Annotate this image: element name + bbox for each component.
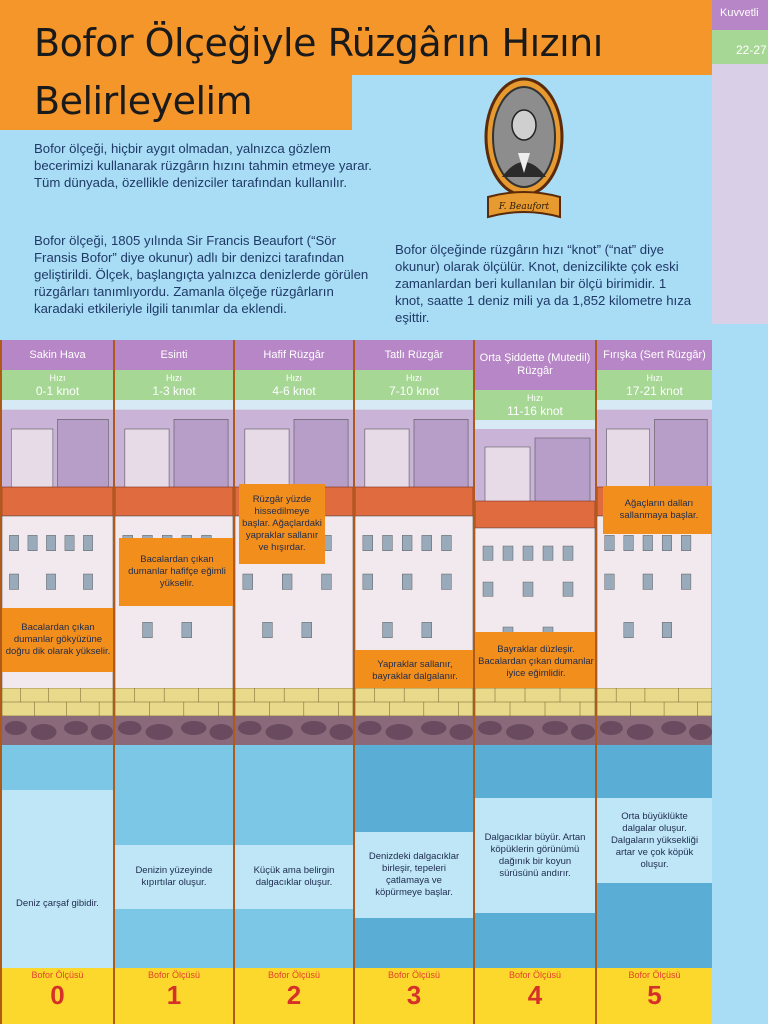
land-effect-description: Yapraklar sallanır, bayraklar dalgalanır… — [355, 650, 473, 692]
speed-label: Hızı — [526, 393, 543, 403]
sea-effect-description: Denizin yüzeyinde kıpırtılar oluşur. — [115, 845, 233, 909]
level-name: Fırışka (Sert Rüzgâr) — [603, 348, 706, 361]
title-banner-lower — [0, 75, 352, 130]
town-scene — [355, 400, 473, 691]
scale-value: 3 — [406, 980, 422, 1010]
speed-label: Hızı — [165, 373, 182, 383]
speed-label: Hızı — [285, 373, 302, 383]
scale-label: Bofor Ölçüsü — [31, 970, 84, 980]
stone-wall — [475, 687, 595, 748]
scale-label: Bofor Ölçüsü — [147, 970, 201, 980]
partial-level-scene — [712, 64, 768, 324]
land-effect-description: Bayraklar düzleşir. Bacalardan çıkan dum… — [475, 632, 595, 692]
scale-label: Bofor Ölçüsü — [387, 970, 441, 980]
speed-value: 7-10 knot — [388, 384, 440, 398]
scale-label: Bofor Ölçüsü — [628, 970, 681, 980]
speed-label: Hızı — [646, 373, 663, 383]
page-title: Bofor Ölçeğiyle Rüzgârın Hızını Belirley… — [34, 21, 603, 123]
title-banner — [0, 0, 712, 75]
level-name-header: Orta Şiddette (Mutedil) Rüzgâr — [475, 340, 595, 390]
sea-effect-description: Orta büyüklükte dalgalar oluşur. Dalgala… — [597, 798, 712, 883]
partial-level-speed-box: 22-27 — [712, 30, 768, 64]
sea-effect-description: Denizdeki dalgacıklar birleşir, tepeleri… — [355, 832, 473, 918]
scale-value: 5 — [647, 980, 662, 1010]
speed-value: 1-3 knot — [152, 384, 196, 398]
history-paragraph: Bofor ölçeği, 1805 yılında Sir Francis B… — [34, 233, 369, 316]
intro-paragraph: Bofor ölçeği, hiçbir aygıt olmadan, yaln… — [34, 141, 372, 190]
knot-paragraph: Bofor ölçeğinde rüzgârın hızı “knot” (“n… — [395, 242, 692, 325]
level-name: Orta Şiddette (Mutedil) Rüzgâr — [479, 352, 591, 377]
scale-value: 4 — [527, 980, 543, 1010]
stone-wall — [235, 687, 353, 748]
level-name-header: Tatlı Rüzgâr — [355, 340, 473, 370]
partial-level-name: Kuvvetli — [720, 7, 759, 19]
land-effect-description: Rüzgâr yüzde hissedilmeye başlar. Ağaçla… — [239, 484, 325, 564]
stone-wall — [355, 687, 473, 748]
stone-wall — [115, 687, 233, 748]
sea-effect-description: Dalgacıklar büyür. Artan köpüklerin görü… — [475, 798, 595, 913]
speed-label: Hızı — [405, 373, 422, 383]
town-scene — [597, 400, 712, 691]
scale-label: Bofor Ölçüsü — [508, 970, 562, 980]
land-effect-description: Bacalardan çıkan dumanlar hafifçe eğimli… — [119, 538, 233, 606]
speed-label: Hızı — [49, 373, 66, 383]
land-effect-description: Ağaçların dalları sallanmaya başlar. — [603, 486, 712, 534]
portrait-signature: F. Beaufort — [498, 202, 550, 212]
speed-value: 17-21 knot — [626, 384, 683, 398]
level-name: Esinti — [160, 348, 188, 361]
stone-wall — [2, 687, 113, 748]
beaufort-portrait: F. Beaufort — [484, 77, 564, 219]
speed-value: 4-6 knot — [272, 384, 316, 398]
scale-value: 2 — [286, 980, 302, 1010]
level-name-header: Fırışka (Sert Rüzgâr) — [597, 340, 712, 370]
partial-level-speed: 22-27 — [736, 43, 767, 57]
level-name-header: Hafif Rüzgâr — [235, 340, 353, 370]
level-name-header: Esinti — [115, 340, 233, 370]
level-name: Sakin Hava — [29, 348, 86, 361]
speed-value: 11-16 knot — [507, 404, 563, 418]
level-name-header: Sakin Hava — [2, 340, 113, 370]
scale-value: 1 — [166, 980, 182, 1010]
speed-value: 0-1 knot — [35, 384, 80, 398]
land-effect-description: Bacalardan çıkan dumanlar gökyüzüne doğr… — [2, 608, 113, 672]
scale-value: 0 — [50, 980, 65, 1010]
sea-effect-description: Küçük ama belirgin dalgacıklar oluşur. — [235, 845, 353, 909]
scale-label: Bofor Ölçüsü — [267, 970, 321, 980]
partial-level-header: Kuvvetli — [712, 0, 768, 30]
stone-wall — [597, 687, 712, 748]
level-name: Hafif Rüzgâr — [263, 348, 325, 361]
level-name: Tatlı Rüzgâr — [384, 348, 444, 361]
